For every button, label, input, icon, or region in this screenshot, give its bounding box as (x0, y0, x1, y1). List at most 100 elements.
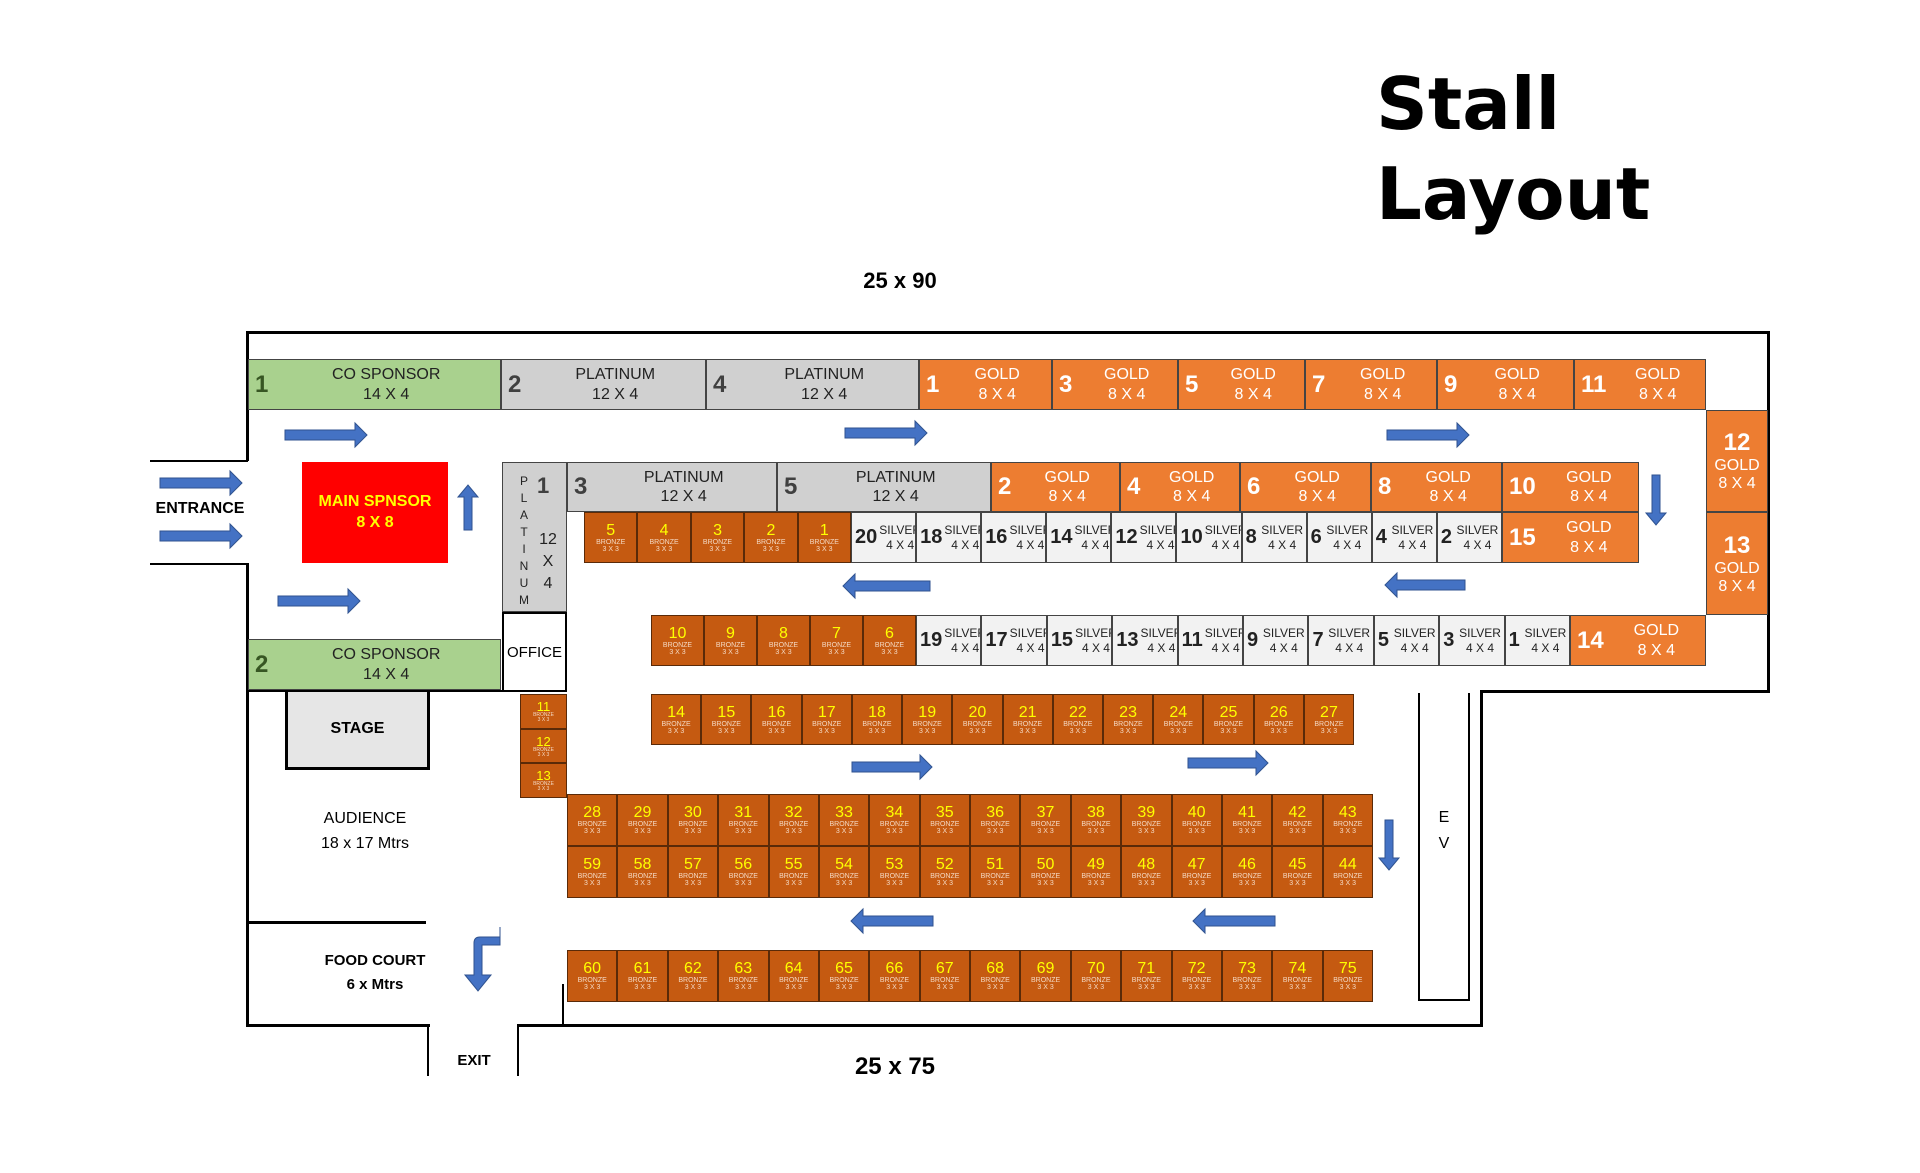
silver-stall-15[interactable]: 15SILVER4 X 4 (1046, 615, 1113, 666)
silver-stall-19[interactable]: 19SILVER4 X 4 (916, 615, 982, 666)
silver-stall-20[interactable]: 20SILVER4 X 4 (851, 512, 917, 563)
silver-stall-16[interactable]: 16SILVER4 X 4 (981, 512, 1047, 563)
main-sponsor-stall[interactable]: MAIN SPNSOR 8 X 8 (302, 462, 448, 563)
silver-stall-18[interactable]: 18SILVER4 X 4 (916, 512, 982, 563)
silver-stall-12[interactable]: 12SILVER4 X 4 (1111, 512, 1177, 563)
silver-stall-10[interactable]: 10SILVER4 X 4 (1176, 512, 1242, 563)
silver-stall-14[interactable]: 14SILVER4 X 4 (1046, 512, 1112, 563)
silver-stall-17[interactable]: 17SILVER4 X 4 (981, 615, 1047, 666)
gold-stall-12[interactable]: 12 GOLD 8 X 4 (1706, 410, 1768, 512)
silver-stall-13[interactable]: 13SILVER4 X 4 (1112, 615, 1178, 666)
